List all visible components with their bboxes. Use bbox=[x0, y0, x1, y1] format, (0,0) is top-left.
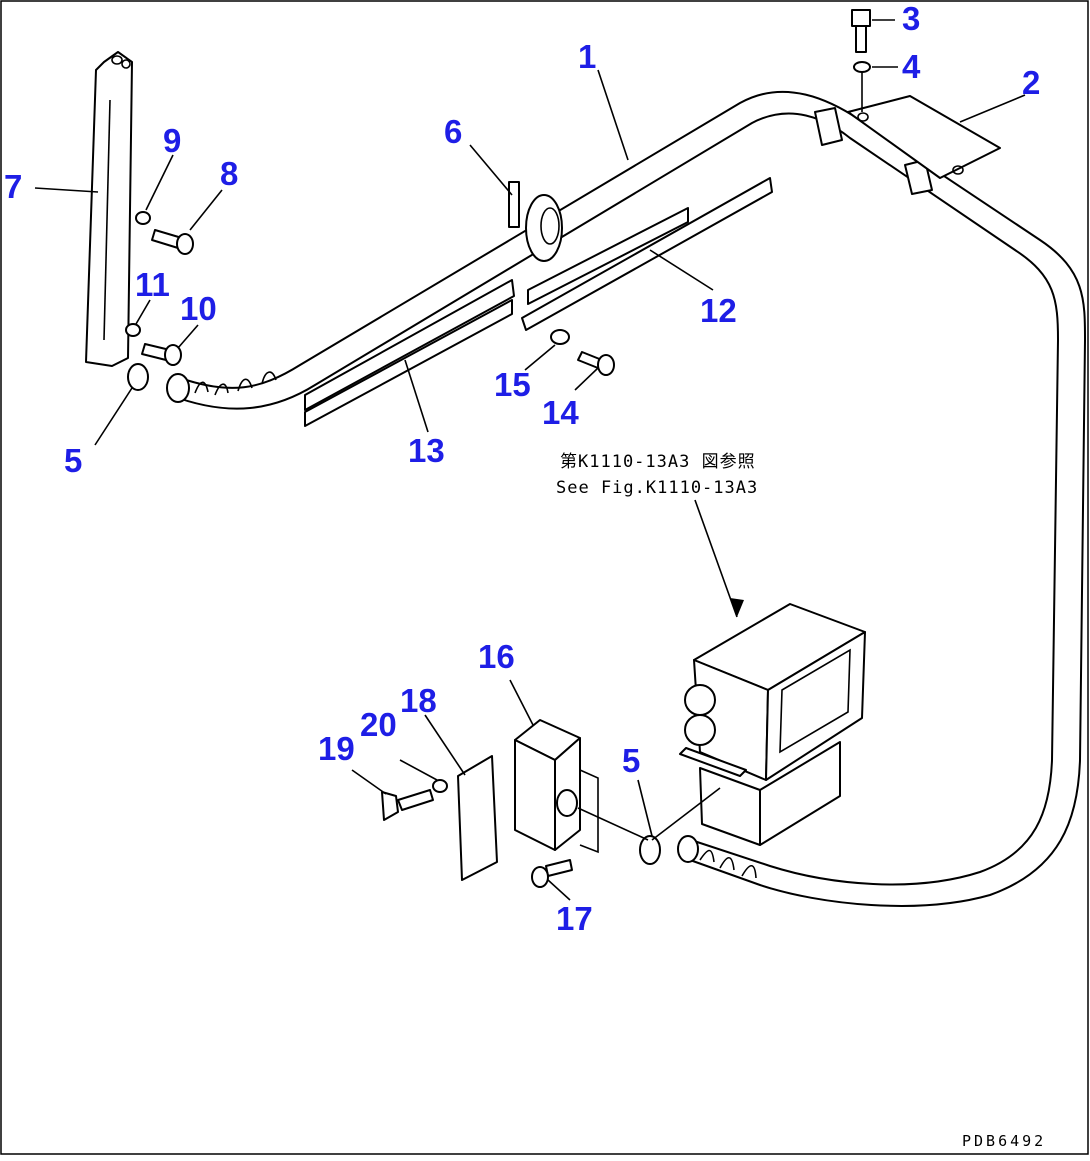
connector-lower bbox=[684, 714, 716, 746]
strip-13 bbox=[304, 299, 513, 427]
callout-19: 19 bbox=[318, 730, 355, 767]
strip-12 bbox=[521, 177, 773, 331]
bracket-7 bbox=[85, 51, 133, 367]
callout-10: 10 bbox=[180, 290, 217, 327]
strip-12-inner bbox=[527, 207, 689, 305]
callout-20: 20 bbox=[360, 706, 397, 743]
strip-13-inner bbox=[304, 279, 515, 411]
plate-2 bbox=[847, 95, 1001, 179]
callout-7: 7 bbox=[4, 168, 22, 205]
callout-15: 15 bbox=[494, 366, 531, 403]
washer-9 bbox=[135, 211, 151, 225]
callout-17: 17 bbox=[556, 900, 593, 937]
leader-lines bbox=[34, 19, 1026, 901]
callout-9: 9 bbox=[163, 122, 181, 159]
callout-6: 6 bbox=[444, 113, 462, 150]
reference-note-jp: 第K1110-13A3 図参照 bbox=[560, 452, 756, 472]
cover-box-16 bbox=[514, 719, 599, 854]
callout-2: 2 bbox=[1022, 64, 1040, 101]
washer-11 bbox=[125, 323, 141, 337]
cap-5-right bbox=[639, 835, 661, 865]
callout-3: 3 bbox=[902, 0, 920, 37]
bolt-10 bbox=[141, 343, 182, 366]
washer-15 bbox=[550, 329, 570, 345]
callout-12: 12 bbox=[700, 292, 737, 329]
callout-5-left: 5 bbox=[64, 442, 82, 479]
washer-4 bbox=[853, 61, 871, 73]
callout-18: 18 bbox=[400, 682, 437, 719]
tube-end-left bbox=[166, 373, 190, 403]
bolt-14 bbox=[577, 351, 615, 376]
control-box bbox=[679, 603, 866, 846]
callout-13: 13 bbox=[408, 432, 445, 469]
callout-11: 11 bbox=[135, 266, 170, 303]
bolt-8 bbox=[151, 229, 194, 255]
callout-4: 4 bbox=[902, 48, 921, 85]
callout-16: 16 bbox=[478, 638, 515, 675]
clip-6 bbox=[508, 181, 520, 228]
bolt-3 bbox=[851, 9, 871, 53]
cap-5-left bbox=[127, 363, 149, 391]
bolt-17 bbox=[531, 859, 573, 888]
callout-5-right: 5 bbox=[622, 742, 640, 779]
callout-8: 8 bbox=[220, 155, 238, 192]
connector-upper bbox=[684, 684, 716, 716]
harness-tube bbox=[166, 90, 1086, 907]
plate-18 bbox=[457, 755, 498, 881]
collar-a bbox=[814, 107, 843, 146]
wing-bolt-19 bbox=[381, 789, 434, 821]
washer-20 bbox=[432, 779, 448, 793]
drawing-code: PDB6492 bbox=[962, 1132, 1046, 1150]
callout-14: 14 bbox=[542, 394, 579, 431]
reference-note-en: See Fig.K1110-13A3 bbox=[556, 478, 758, 498]
grommet bbox=[525, 194, 563, 262]
tube-end-right bbox=[677, 835, 699, 863]
callout-1: 1 bbox=[578, 38, 596, 75]
